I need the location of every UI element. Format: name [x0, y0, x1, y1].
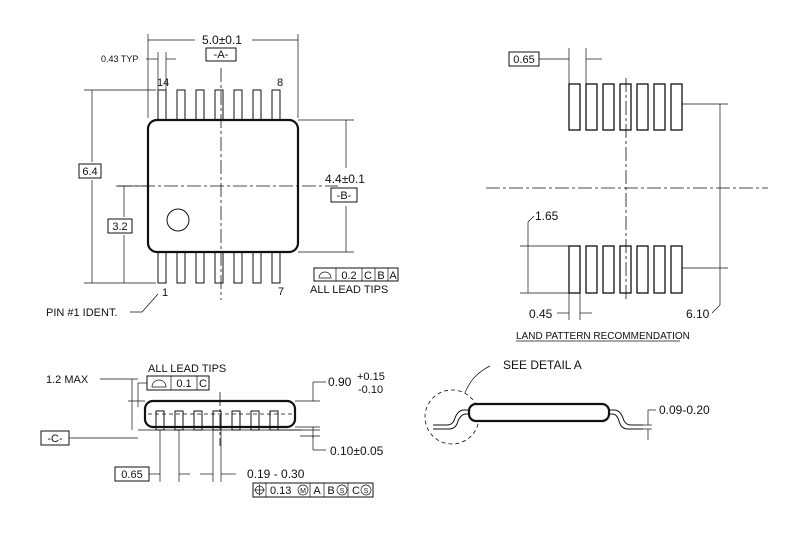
- land-pattern-caption: LAND PATTERN RECOMMENDATION: [516, 331, 690, 342]
- pos-ref-a: A: [313, 485, 321, 497]
- body-height-tol-plus: +0.15: [357, 371, 385, 383]
- profile-tolerance-frame: 0.2 C B A: [313, 267, 399, 282]
- standoff-dim: 0.10±0.05: [330, 444, 384, 458]
- pos-ref-c: C: [352, 485, 360, 497]
- profile-ref-b: B: [377, 270, 384, 282]
- body-height-dim: 0.90: [328, 375, 352, 389]
- side-all-lead-tips: ALL LEAD TIPS: [148, 363, 226, 375]
- body-height-tol-minus: -0.10: [358, 384, 383, 396]
- lead-thickness-dim: 0.09-0.20: [659, 403, 710, 417]
- top-view: 5.0±0.1 -A- 0.43 TYP 14 8 1 7 6.4 3.2 4.…: [46, 33, 399, 319]
- lead-width-typ: 0.43 TYP: [101, 54, 138, 64]
- profile-symbol-icon: [318, 271, 332, 279]
- pin-7-label: 7: [278, 286, 284, 298]
- detail-package-body: [467, 402, 611, 423]
- pin-14-label: 14: [157, 77, 169, 89]
- rfs-modifier-b-icon: [336, 484, 348, 496]
- detail-view: SEE DETAIL A 0.09-0.20: [424, 358, 710, 445]
- pos-ref-c-modifier: S: [364, 488, 369, 495]
- position-tol-value: 0.13: [270, 485, 291, 497]
- pos-ref-b-modifier: S: [340, 488, 345, 495]
- pin1-marker: [166, 208, 190, 232]
- datum-c: -C-: [47, 433, 63, 445]
- pos-ref-b: B: [327, 485, 334, 497]
- datum-a: -A-: [214, 49, 229, 61]
- coplanarity-value: 0.1: [176, 378, 191, 390]
- pos-tol-modifier: M: [300, 488, 306, 495]
- bottom-leads: [157, 249, 281, 284]
- overall-width-dim: 6.4: [82, 166, 97, 178]
- land-pitch-dim: 0.65: [513, 54, 534, 66]
- position-symbol-icon: [254, 484, 265, 496]
- side-pitch-dim: 0.65: [121, 469, 142, 481]
- coplanarity-symbol-icon: [151, 379, 167, 388]
- pin1-ident-label: PIN #1 IDENT.: [46, 307, 118, 319]
- see-detail-label: SEE DETAIL A: [503, 358, 582, 372]
- land-pad-length-dim: 1.65: [535, 209, 559, 223]
- profile-ref-c: C: [364, 270, 372, 282]
- body-width-dim: 4.4±0.1: [325, 172, 365, 186]
- mmc-modifier-icon: [297, 484, 309, 496]
- side-view: 1.2 MAX ALL LEAD TIPS 0.1 C 0.90 +0.15 -…: [40, 363, 385, 498]
- profile-ref-a: A: [389, 270, 397, 282]
- profile-tol-value: 0.2: [341, 270, 356, 282]
- all-lead-tips-note: ALL LEAD TIPS: [310, 284, 388, 296]
- half-width-dim: 3.2: [112, 221, 127, 233]
- coplanarity-ref: C: [199, 378, 207, 390]
- top-leads: [157, 89, 281, 123]
- position-tolerance-frame: 0.13 M A B S C S: [252, 482, 374, 498]
- land-pattern: 0.65 6.10 1.65 0.45 LAND PATTERN RECOMME…: [486, 48, 768, 342]
- max-height-label: 1.2 MAX: [46, 374, 89, 386]
- land-pad-width-dim: 0.45: [529, 307, 553, 321]
- datum-b: -B-: [337, 190, 352, 202]
- pin-8-label: 8: [277, 77, 283, 89]
- rfs-modifier-c-icon: [360, 484, 372, 496]
- land-span-dim: 6.10: [686, 307, 710, 321]
- width-dimension: 5.0±0.1: [202, 33, 242, 47]
- side-lead-width-dim: 0.19 - 0.30: [247, 467, 305, 481]
- pin-1-label: 1: [162, 287, 168, 299]
